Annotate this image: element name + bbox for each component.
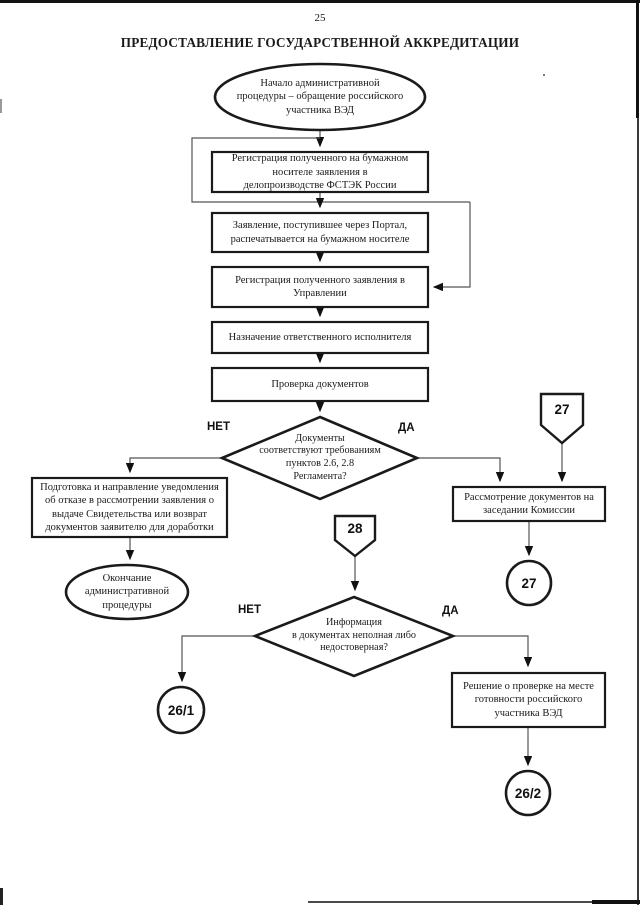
offpage-27-shape — [539, 392, 585, 445]
connector-decision1-yes — [417, 457, 505, 483]
page-border-right-thick — [636, 0, 639, 118]
connector-26-2-shape — [504, 769, 552, 817]
decision-info-text: Информация в документах неполная либо не… — [291, 617, 417, 654]
start-terminator-text: Начало административной процедуры – обра… — [236, 78, 404, 116]
decision-docs-text: Документы соответствуют требованиям пунк… — [259, 432, 381, 482]
process-commission-shape — [451, 485, 607, 523]
process-portal-print-shape — [210, 211, 430, 254]
decision-docs-yes-label: ДА — [398, 422, 415, 434]
process-check-docs-text: Проверка документов — [271, 378, 369, 390]
decision-docs-no-label: НЕТ — [207, 421, 230, 433]
connector-decision2-no — [177, 635, 255, 683]
process-refusal-text: Подготовка и направление уведомления об … — [40, 482, 219, 533]
page-number: 25 — [314, 12, 326, 24]
page-border-bottom — [308, 901, 640, 903]
connector-27-number: 27 — [521, 575, 537, 591]
connector-26-1-number: 26/1 — [167, 702, 195, 718]
start-terminator-shape — [213, 62, 427, 132]
connector-26-2-number: 26/2 — [514, 785, 542, 801]
connector-decision2-yes — [453, 635, 533, 668]
process-check-docs-shape — [210, 366, 430, 403]
offpage-28-number: 28 — [347, 520, 363, 536]
connector-decision1-no — [125, 457, 222, 474]
page-border-right — [637, 118, 639, 905]
connector-26-1-shape — [156, 685, 206, 735]
process-refusal-shape — [30, 476, 229, 539]
decision-info-shape — [251, 595, 457, 678]
process-assign-exec-shape — [210, 320, 430, 355]
connectors — [125, 131, 567, 767]
process-reg-upr-shape — [210, 265, 430, 309]
connector-27-shape — [505, 559, 553, 607]
page-border-bottom-corner — [592, 900, 640, 904]
scan-speck — [543, 74, 545, 76]
connector-portal-bypass — [191, 137, 470, 203]
decision-docs-shape — [218, 415, 421, 501]
process-assign-exec-text: Назначение ответственного исполнителя — [228, 331, 412, 343]
shapes — [30, 62, 607, 817]
decision-info-no-label: НЕТ — [238, 604, 261, 616]
offpage-27-number: 27 — [554, 402, 570, 417]
process-onsite-shape — [450, 671, 607, 729]
end-terminator-shape — [64, 563, 190, 621]
process-portal-print-text: Заявление, поступившее через Портал, рас… — [230, 220, 410, 245]
end-terminator-text: Окончание административной процедуры — [84, 573, 170, 611]
page-border-top — [0, 0, 640, 3]
process-commission-text: Рассмотрение документов на заседании Ком… — [464, 491, 594, 516]
decision-info-yes-label: ДА — [442, 605, 459, 617]
process-reg-upr-text: Регистрация полученного заявления в Упра… — [235, 274, 405, 299]
process-onsite-text: Решение о проверке на месте готовности р… — [463, 681, 594, 719]
process-reg-paper-text: Регистрация полученного на бумажном носи… — [231, 153, 409, 191]
scan-artifact-left-edge — [0, 99, 2, 113]
connector-right-to-regupr — [432, 202, 471, 292]
process-reg-paper-shape — [210, 150, 430, 194]
scan-artifact-bottom-left — [0, 888, 3, 905]
offpage-28-shape — [333, 514, 377, 558]
page-title: ПРЕДОСТАВЛЕНИЕ ГОСУДАРСТВЕННОЙ АККРЕДИТА… — [120, 35, 520, 50]
